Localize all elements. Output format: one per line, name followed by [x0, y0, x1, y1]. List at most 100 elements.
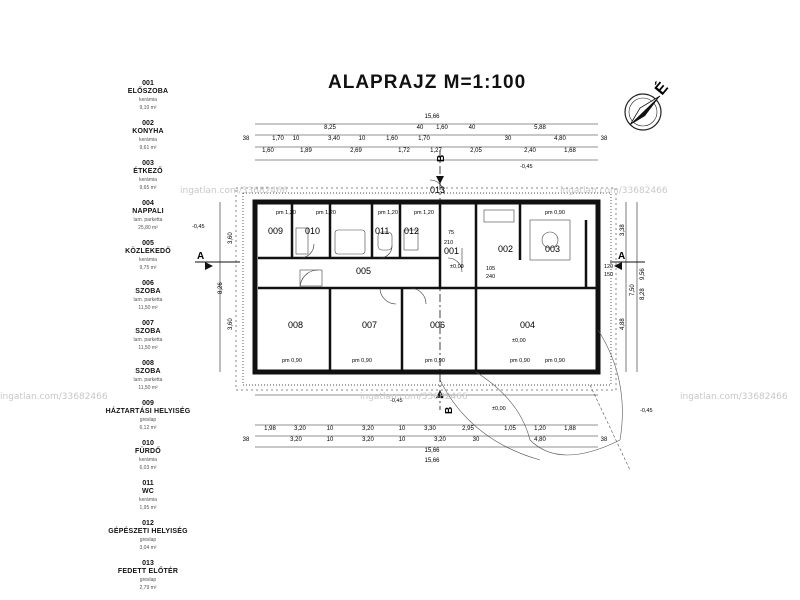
svg-text:105: 105	[486, 266, 495, 272]
svg-text:15,66: 15,66	[424, 458, 440, 464]
legend-num: 010	[142, 440, 154, 447]
legend-num: 011	[142, 480, 154, 487]
misc-dims: 75 210 105 240 120 150	[444, 230, 613, 280]
svg-text:pm 0,90: pm 0,90	[352, 358, 372, 364]
opening-labels: pm 1,20 pm 1,20 pm 1,20 pm 1,20 pm 0,90 …	[276, 210, 565, 364]
north-arrow: É	[624, 78, 673, 131]
svg-text:15,66: 15,66	[424, 114, 440, 120]
dimension-text-side: 3,60 8,26 3,60 3,38 7,50 9,56 4,88 8,28	[218, 224, 646, 330]
svg-text:-0,45: -0,45	[192, 224, 205, 230]
room-012: 012	[404, 226, 419, 236]
legend-area: 6,03 m²	[139, 465, 157, 471]
door-swings	[299, 179, 463, 305]
svg-text:1,89: 1,89	[300, 148, 312, 154]
legend-num: 008	[142, 360, 154, 367]
page-title: ALAPRAJZ M=1:100	[328, 72, 527, 93]
room-004: 004	[520, 320, 535, 330]
legend-num: 004	[142, 200, 154, 207]
svg-text:120: 120	[604, 264, 613, 270]
legend-name: SZOBA	[135, 368, 161, 375]
svg-text:3,20: 3,20	[362, 437, 374, 443]
svg-text:150: 150	[604, 272, 613, 278]
svg-text:3,60: 3,60	[228, 318, 234, 330]
legend-area: 6,12 m²	[139, 425, 157, 431]
svg-text:pm 0,90: pm 0,90	[425, 358, 445, 364]
svg-text:10: 10	[293, 136, 300, 142]
north-label: É	[651, 78, 673, 99]
legend-num: 001	[142, 80, 154, 87]
svg-text:3,20: 3,20	[434, 437, 446, 443]
svg-text:pm 0,90: pm 0,90	[282, 358, 302, 364]
room-008: 008	[288, 320, 303, 330]
legend-area: 2,79 m²	[139, 585, 157, 591]
svg-text:30: 30	[505, 136, 512, 142]
svg-text:-0,45: -0,45	[390, 398, 403, 404]
room-005: 005	[356, 266, 371, 276]
section-b-bottom: B	[444, 407, 455, 414]
svg-text:3,20: 3,20	[362, 426, 374, 432]
watermark: ingatlan.com/33682466	[560, 186, 668, 196]
svg-text:8,26: 8,26	[218, 282, 224, 294]
dimension-text-bottom: 1,98 3,20 10 3,20 10 3,30 2,95 1,05 1,20…	[243, 426, 608, 464]
legend-area: 11,50 m²	[138, 385, 158, 391]
legend-mat: kerámia	[139, 137, 157, 143]
svg-text:3,20: 3,20	[290, 437, 302, 443]
legend-mat: lam. parketta	[133, 297, 163, 303]
legend-name: FÜRDŐ	[135, 448, 161, 455]
svg-text:1,60: 1,60	[386, 136, 398, 142]
legend-mat: kerámia	[139, 177, 157, 183]
svg-text:8,25: 8,25	[324, 125, 336, 131]
legend-mat: greslap	[139, 537, 157, 543]
legend-num: 003	[142, 160, 154, 167]
room-010: 010	[305, 226, 320, 236]
level-marks: ±0,00 ±0,00 -0,45 -0,45 -0,45 ±0,00 -0,4…	[192, 164, 653, 414]
svg-text:4,88: 4,88	[620, 318, 626, 330]
svg-text:2,69: 2,69	[350, 148, 362, 154]
svg-text:210: 210	[444, 240, 453, 246]
svg-text:pm 1,20: pm 1,20	[414, 210, 434, 216]
room-011: 011	[375, 226, 389, 236]
watermark: ingatlan.com/33682466	[180, 186, 288, 196]
svg-text:38: 38	[601, 136, 608, 142]
room-003: 003	[545, 244, 560, 254]
legend-area: 11,50 m²	[138, 305, 158, 311]
section-marks: A A B B	[195, 150, 645, 414]
legend-num: 006	[142, 280, 154, 287]
watermark: ingatlan.com/33682466	[680, 392, 788, 402]
fixtures	[295, 209, 571, 287]
svg-text:5,88: 5,88	[534, 125, 546, 131]
room-labels: 009 010 011 012 001 002 003 005 008 007 …	[268, 185, 560, 330]
legend-area: 11,50 m²	[138, 345, 158, 351]
svg-text:1,70: 1,70	[418, 136, 430, 142]
svg-text:3,38: 3,38	[620, 224, 626, 236]
svg-text:pm 0,90: pm 0,90	[510, 358, 530, 364]
svg-text:75: 75	[448, 230, 454, 236]
svg-text:9,56: 9,56	[640, 268, 646, 280]
dimension-text-top: 15,66 8,25 40 1,60 40 5,88 38 1,70 10 3,…	[243, 114, 608, 154]
svg-text:40: 40	[469, 125, 476, 131]
svg-text:pm 1,20: pm 1,20	[276, 210, 296, 216]
room-009: 009	[268, 226, 283, 236]
svg-text:3,60: 3,60	[228, 232, 234, 244]
svg-text:8,28: 8,28	[640, 288, 646, 300]
svg-text:1,27: 1,27	[430, 148, 442, 154]
svg-text:3,20: 3,20	[294, 426, 306, 432]
svg-text:40: 40	[417, 125, 424, 131]
svg-text:10: 10	[327, 426, 334, 432]
dimension-lines	[219, 123, 638, 448]
svg-text:2,40: 2,40	[524, 148, 536, 154]
legend-area: 3,04 m²	[139, 545, 157, 551]
legend-mat: lam. parketta	[133, 337, 163, 343]
svg-text:4,80: 4,80	[554, 136, 566, 142]
section-b-top: B	[436, 155, 447, 162]
svg-text:1,70: 1,70	[272, 136, 284, 142]
legend-mat: lam. parketta	[133, 377, 163, 383]
legend-name: SZOBA	[135, 288, 161, 295]
